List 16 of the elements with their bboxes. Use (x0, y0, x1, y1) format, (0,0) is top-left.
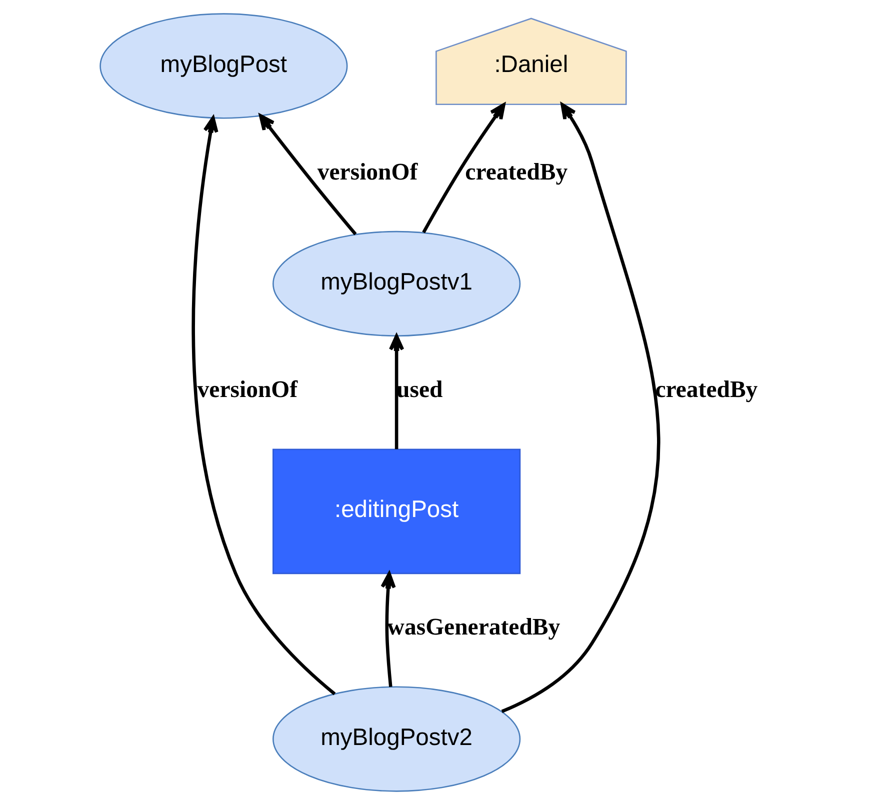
edge-label: versionOf (317, 159, 418, 186)
node-ellipse: myBlogPost (100, 13, 348, 119)
arrow (388, 334, 404, 450)
arrow (259, 114, 357, 236)
edge-label: createdBy (465, 159, 568, 186)
node-ellipse: myBlogPostv2 (272, 686, 521, 792)
arrow (380, 572, 396, 688)
edge-label: wasGeneratedBy (387, 614, 560, 641)
node-ellipse: myBlogPostv1 (272, 230, 521, 337)
edge-label: used (396, 377, 443, 404)
arrow (422, 103, 506, 234)
arrow (501, 103, 660, 713)
edge-label: createdBy (655, 377, 758, 404)
edge-label: versionOf (197, 377, 298, 404)
arrow (192, 116, 336, 696)
node-box: :editingPost (272, 448, 521, 574)
